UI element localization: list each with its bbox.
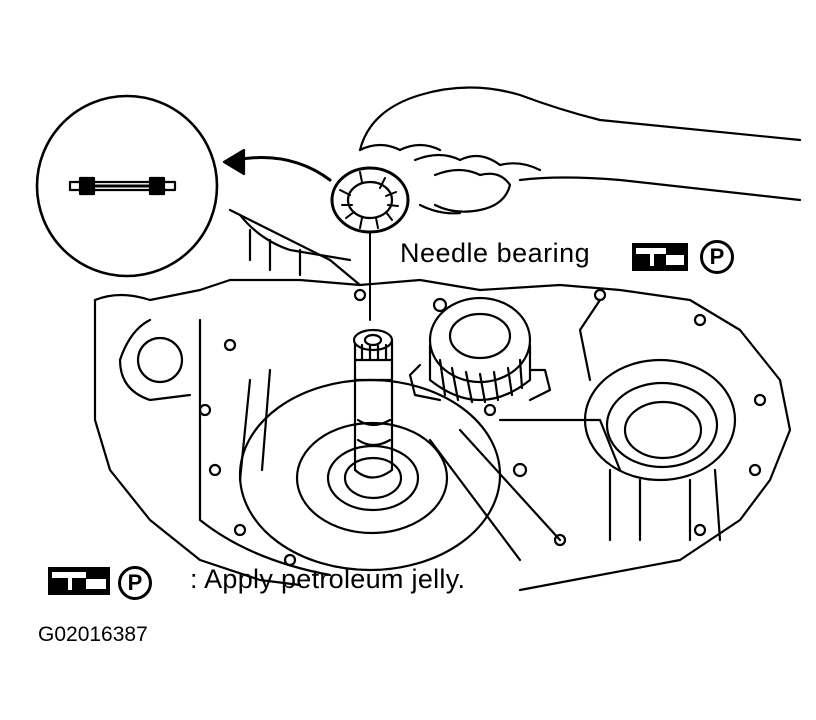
right-bore	[578, 298, 737, 542]
input-shaft	[352, 328, 394, 479]
grease-gun-icon	[632, 243, 688, 271]
legend-text: : Apply petroleum jelly.	[190, 564, 466, 594]
petroleum-jelly-symbol: P	[700, 240, 734, 274]
hand-illustration	[358, 86, 802, 215]
needle-bearing-part	[330, 166, 410, 321]
helical-gear	[408, 296, 552, 404]
needle-bearing-label: Needle bearing	[400, 238, 591, 268]
case-ribs	[238, 368, 622, 562]
figure-code: G02016387	[38, 623, 148, 646]
detail-arrow	[222, 148, 332, 182]
grease-gun-icon	[48, 567, 110, 595]
petroleum-jelly-symbol: P	[118, 566, 152, 600]
detail-magnifier	[35, 94, 219, 278]
transmission-case	[93, 208, 792, 592]
clutch-drum	[238, 378, 502, 572]
